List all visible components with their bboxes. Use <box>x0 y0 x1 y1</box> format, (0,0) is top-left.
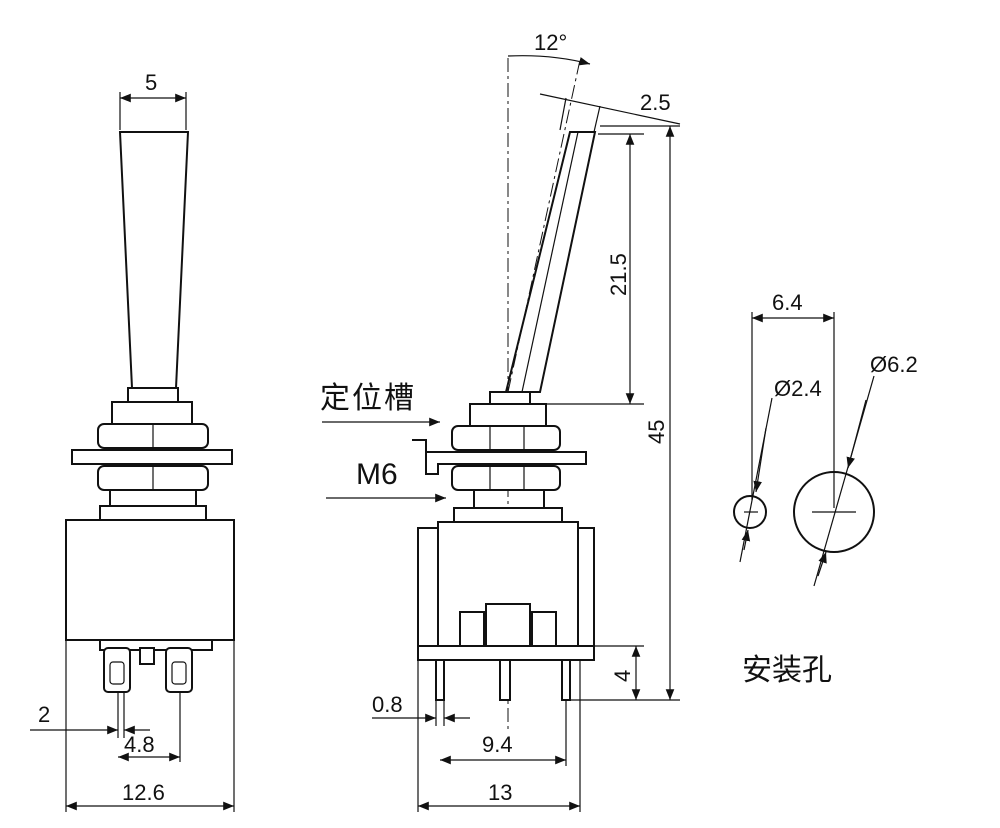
side-pin-middle <box>499 659 511 701</box>
large-hole <box>793 471 875 553</box>
front-lever <box>118 131 190 389</box>
small-hole <box>733 495 767 529</box>
side-pin-right <box>561 659 571 701</box>
dim-lever-angle: 12° <box>534 30 567 55</box>
dim-hole-spacing: 6.4 <box>772 290 803 315</box>
side-panel-plate <box>425 451 587 475</box>
side-upper-nut <box>451 425 561 451</box>
front-terminal-right <box>165 647 193 693</box>
side-lower-nut <box>451 465 561 491</box>
side-pin-left <box>435 659 445 701</box>
dim-terminal-length: 4 <box>610 670 635 682</box>
label-locating-slot: 定位槽 <box>320 381 416 416</box>
front-view: 5 2 4.8 12.6 <box>30 70 235 812</box>
dim-pin-width: 2 <box>38 702 50 727</box>
dim-pin-span: 9.4 <box>482 732 513 757</box>
dim-small-diameter: Ø2.4 <box>774 376 822 401</box>
mounting-hole-title: 安装孔 <box>742 653 832 688</box>
dim-pin-pitch: 4.8 <box>124 732 155 757</box>
dim-body-width-front: 12.6 <box>122 780 165 805</box>
dim-body-width-side: 13 <box>488 780 512 805</box>
front-body <box>65 519 235 641</box>
dim-lever-length: 21.5 <box>606 253 631 296</box>
side-lever <box>504 131 597 393</box>
mounting-hole-view: 6.4 Ø2.4 Ø6.2 安装孔 <box>733 290 918 688</box>
dim-large-diameter: Ø6.2 <box>870 352 918 377</box>
dim-pin-thickness: 0.8 <box>372 692 403 717</box>
side-view: 12° 2.5 21.5 45 4 0.8 9.4 13 <box>320 30 681 812</box>
label-thread: M6 <box>356 458 398 491</box>
front-collar <box>111 401 193 425</box>
dim-lever-tip: 2.5 <box>640 90 671 115</box>
front-terminal-left <box>103 647 131 693</box>
front-panel-plate <box>71 449 233 465</box>
dim-total-height: 45 <box>644 420 669 444</box>
dim-lever-width: 5 <box>145 70 157 95</box>
